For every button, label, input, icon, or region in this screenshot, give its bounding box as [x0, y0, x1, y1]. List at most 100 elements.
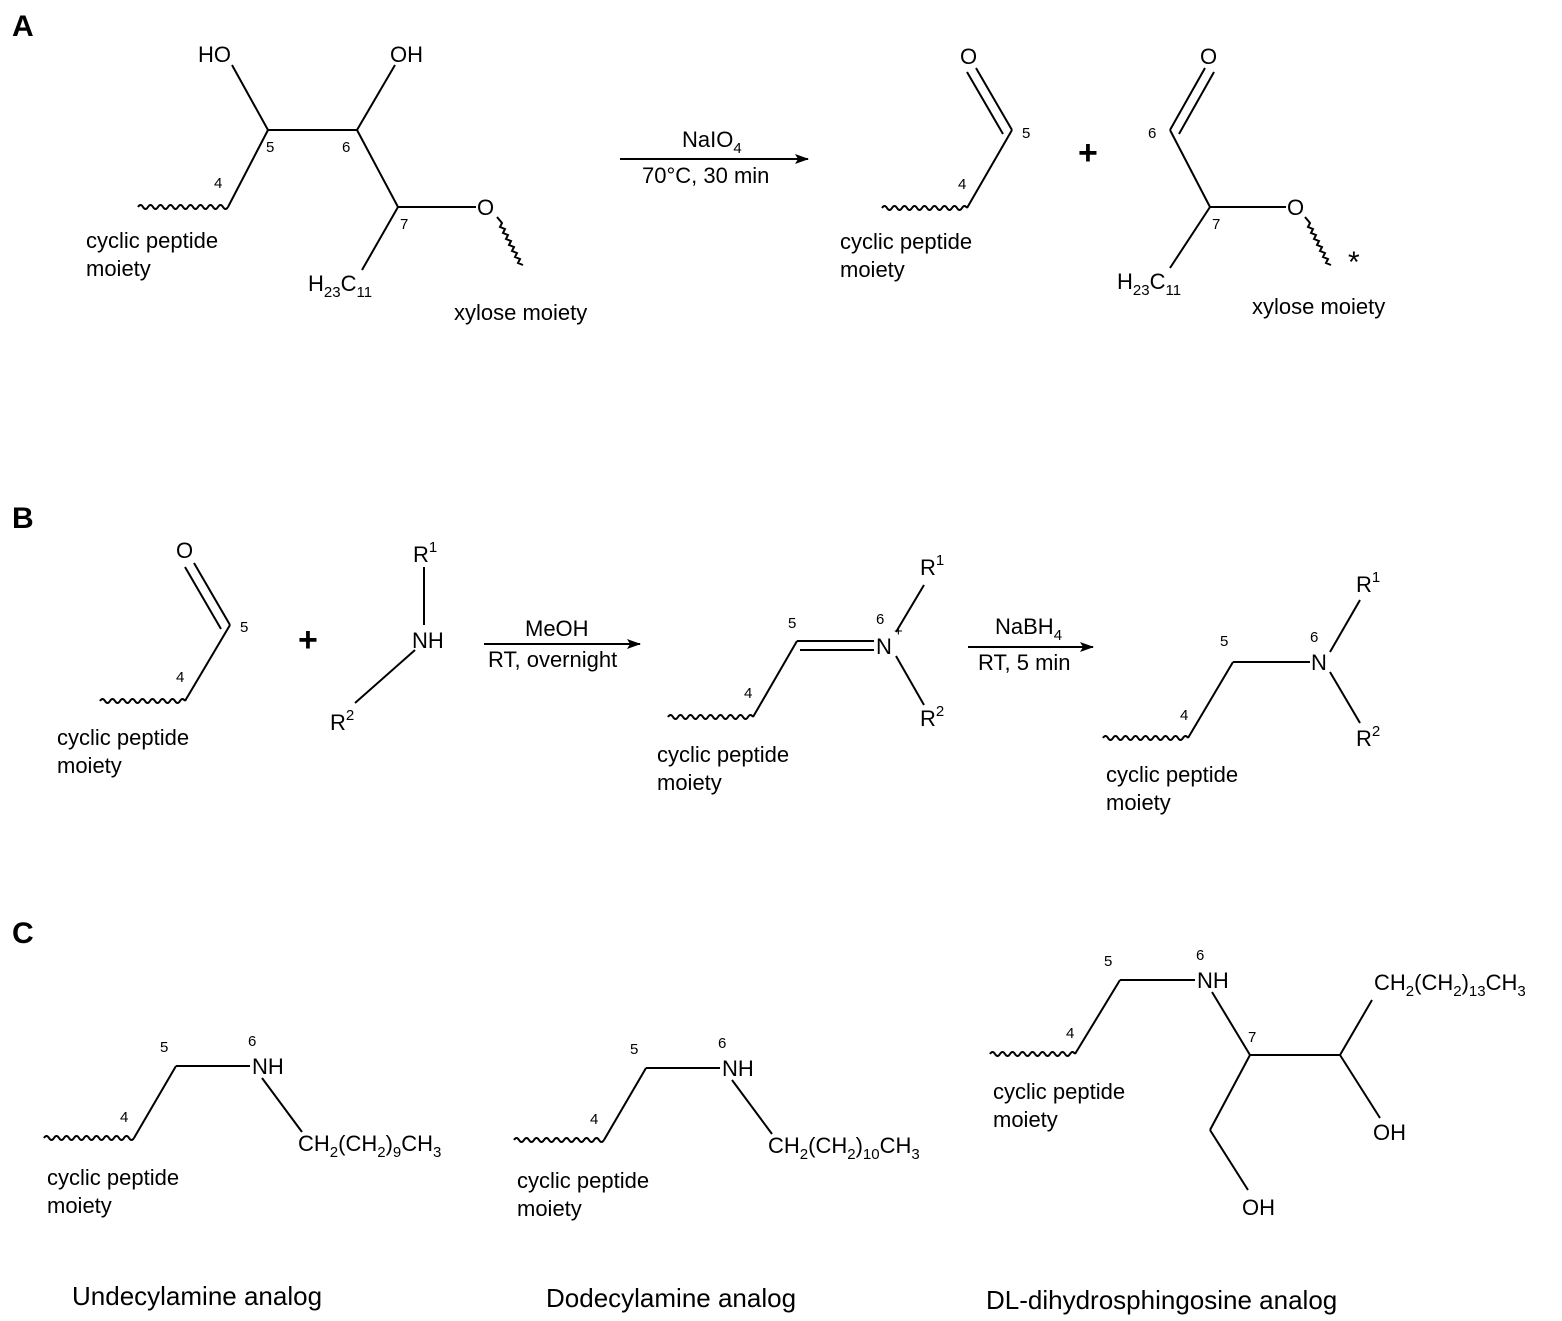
b-aldehyde: O 5 4 cyclic peptide moiety — [57, 538, 248, 778]
b-arrow2-conditions: RT, 5 min — [978, 650, 1071, 675]
b-product-locant-5: 5 — [1220, 633, 1228, 650]
b-arrow2-reagent: NaBH4 — [995, 614, 1062, 644]
c2-locant-4: 4 — [590, 1111, 598, 1128]
c2-cyclic-line1: cyclic peptide — [517, 1168, 649, 1193]
c3-cyclic-line1: cyclic peptide — [993, 1079, 1125, 1104]
a-cyclic-line2: moiety — [86, 256, 151, 281]
b-iminium-locant-6: 6 — [876, 611, 884, 628]
b-aldehyde-cyclic-line1: cyclic peptide — [57, 725, 189, 750]
c-undecylamine-analog: NH 6 5 4 CH2(CH2)9CH3 cyclic peptide moi… — [43, 1033, 441, 1218]
b-product-wavy — [1102, 735, 1189, 741]
b-iminium-r2: R2 — [920, 703, 944, 731]
b-tertiary-amine: N 6 5 4 R1 R2 cyclic peptide moiety — [1102, 569, 1380, 815]
a-conditions: 70°C, 30 min — [642, 163, 769, 188]
c1-locant-6: 6 — [248, 1033, 256, 1050]
b-iminium-cyclic-line1: cyclic peptide — [657, 742, 789, 767]
a-prod2-o: O — [1200, 44, 1217, 69]
a-aldehyde-o: O — [960, 44, 977, 69]
b-arrow1-reagent: MeOH — [525, 616, 589, 641]
c3-locant-6: 6 — [1196, 947, 1204, 964]
c1-nh: NH — [252, 1054, 284, 1079]
a-prod2-wavy — [1304, 216, 1332, 266]
b-product-locant-6: 6 — [1310, 629, 1318, 646]
c2-wavy — [513, 1137, 605, 1143]
a-wavy-xylose — [496, 216, 524, 266]
c2-chain-formula: CH2(CH2)10CH3 — [768, 1133, 920, 1163]
caption-dodecylamine: Dodecylamine analog — [546, 1283, 796, 1313]
panel-label-c: C — [12, 917, 34, 950]
b-aldehyde-cyclic-line2: moiety — [57, 753, 122, 778]
b-iminium-locant-5: 5 — [788, 615, 796, 632]
a-product-xyloside-aldehyde: O O 6 7 H23C11 * xylose moiety — [1117, 44, 1385, 319]
caption-undecylamine: Undecylamine analog — [72, 1281, 322, 1311]
a-prod2-xylose-label: xylose moiety — [1252, 294, 1385, 319]
c1-locant-4: 4 — [120, 1109, 128, 1126]
b-arrow-reduction: NaBH4 RT, 5 min — [968, 614, 1094, 675]
b-arrow1-conditions: RT, overnight — [488, 647, 617, 672]
b-secondary-amine: NH R1 R2 — [330, 539, 444, 735]
panel-label-b: B — [12, 502, 34, 535]
c3-chain-formula: CH2(CH2)13CH3 — [1374, 970, 1526, 1000]
c2-locant-6: 6 — [718, 1035, 726, 1052]
b-amine-nh: NH — [412, 628, 444, 653]
a-oh-label: OH — [390, 42, 423, 67]
a-ether-o-label: O — [477, 195, 494, 220]
b-amine-r2: R2 — [330, 707, 354, 735]
panel-label-a: A — [12, 10, 34, 43]
b-aldehyde-locant-4: 4 — [176, 669, 184, 686]
b-product-r1: R1 — [1356, 569, 1380, 597]
b-aldehyde-wavy — [99, 698, 186, 704]
a-prod-cyclic-line2: moiety — [840, 257, 905, 282]
c3-cyclic-line2: moiety — [993, 1107, 1058, 1132]
a-locant-6: 6 — [342, 139, 350, 156]
a-prod-locant-5: 5 — [1022, 125, 1030, 142]
c2-cyclic-line2: moiety — [517, 1196, 582, 1221]
b-iminium-cyclic-line2: moiety — [657, 770, 722, 795]
c-dihydrosphingosine-analog: NH 6 5 4 7 CH2(CH2)13CH3 OH OH cyclic pe… — [989, 947, 1526, 1220]
b-product-r2: R2 — [1356, 723, 1380, 751]
b-aldehyde-o: O — [176, 538, 193, 563]
b-iminium: N + 6 5 4 R1 R2 cyclic peptide moiety — [657, 552, 944, 795]
c3-wavy — [989, 1051, 1076, 1057]
c3-locant-5: 5 — [1104, 953, 1112, 970]
c2-locant-5: 5 — [630, 1041, 638, 1058]
a-prod-locant-4: 4 — [958, 176, 966, 193]
a-prod2-locant-7: 7 — [1212, 216, 1220, 233]
c1-chain-formula: CH2(CH2)9CH3 — [298, 1131, 441, 1161]
a-prod2-alkyl-formula: H23C11 — [1117, 269, 1181, 299]
a-plus-sign: + — [1078, 134, 1098, 172]
c3-locant-7: 7 — [1248, 1029, 1256, 1046]
c1-locant-5: 5 — [160, 1039, 168, 1056]
a-locant-7: 7 — [400, 216, 408, 233]
b-iminium-wavy — [667, 714, 754, 720]
c1-cyclic-line1: cyclic peptide — [47, 1165, 179, 1190]
b-product-n: N — [1311, 650, 1327, 675]
a-prod-wavy — [881, 205, 968, 211]
c3-nh: NH — [1197, 968, 1229, 993]
b-iminium-r1: R1 — [920, 552, 944, 580]
a-locant-5: 5 — [266, 139, 274, 156]
a-reaction-arrow: NaIO4 70°C, 30 min — [620, 127, 809, 188]
b-plus-sign: + — [298, 621, 318, 659]
c-dodecylamine-analog: NH 6 5 4 CH2(CH2)10CH3 cyclic peptide mo… — [513, 1035, 920, 1221]
a-prod2-locant-6: 6 — [1148, 125, 1156, 142]
b-iminium-charge: + — [894, 623, 903, 640]
b-product-cyclic-line2: moiety — [1106, 790, 1171, 815]
a-ho-label: HO — [198, 42, 231, 67]
b-iminium-n: N — [876, 634, 892, 659]
c3-primary-oh: OH — [1242, 1195, 1275, 1220]
a-alkyl-formula: H23C11 — [308, 271, 372, 301]
a-cyclic-line1: cyclic peptide — [86, 228, 218, 253]
a-asterisk: * — [1348, 246, 1360, 279]
a-wavy-cyclic — [137, 204, 229, 210]
a-product-aldehyde: O 5 4 cyclic peptide moiety — [840, 44, 1030, 282]
b-product-cyclic-line1: cyclic peptide — [1106, 762, 1238, 787]
b-amine-r1: R1 — [413, 539, 437, 567]
c2-nh: NH — [722, 1056, 754, 1081]
c1-wavy — [43, 1135, 135, 1141]
c1-cyclic-line2: moiety — [47, 1193, 112, 1218]
a-locant-4: 4 — [214, 175, 222, 192]
a-prod-cyclic-line1: cyclic peptide — [840, 229, 972, 254]
c3-locant-4: 4 — [1066, 1025, 1074, 1042]
